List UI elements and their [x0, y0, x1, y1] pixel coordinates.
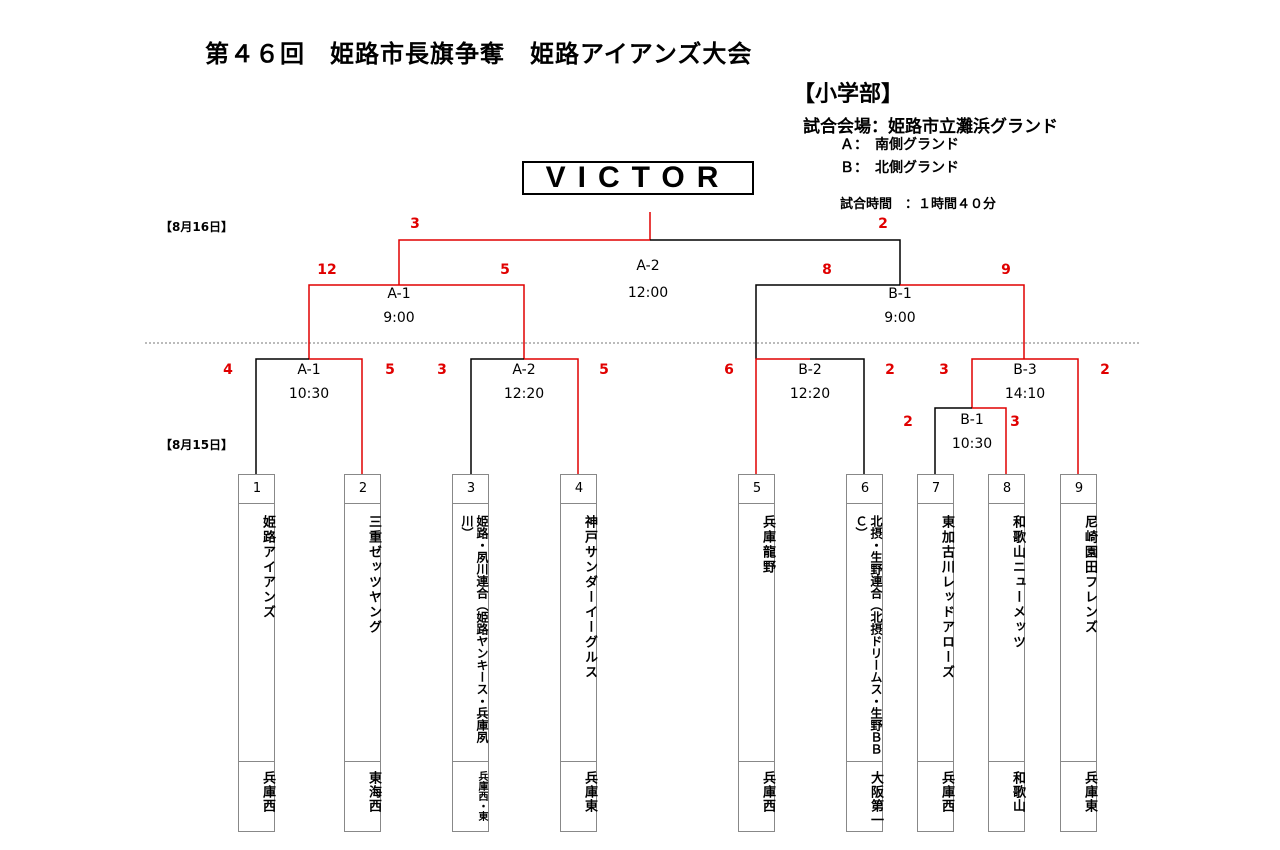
- division-label: 【小学部】: [793, 82, 904, 107]
- field-b-label: Ｂ： 北側グランド: [840, 160, 959, 176]
- team-region: 東海西: [366, 771, 381, 813]
- team-region: 兵庫西: [760, 771, 775, 813]
- team-number: 8: [1002, 481, 1012, 496]
- page-title: 第４６回 姫路市長旗争奪 姫路アイアンズ大会: [205, 40, 753, 68]
- team-box: 2 三重ゼッツヤング東海西: [344, 474, 381, 832]
- r1-b3-left: [971, 358, 1024, 408]
- team-name: 三重ゼッツヤング: [366, 515, 381, 635]
- r1-a1-right: [309, 358, 363, 474]
- r1-a2-right: [524, 358, 579, 474]
- semi-left-score-right: 5: [500, 262, 510, 278]
- r1-a1-label: A-1: [297, 362, 321, 378]
- final-score-left: 3: [410, 216, 420, 232]
- date-day2: 【8月16日】: [160, 220, 234, 234]
- team-name: 兵庫龍野: [760, 515, 775, 575]
- semi-left-time: 9:00: [383, 310, 415, 326]
- team-box: 1 姫路アイアンズ兵庫西: [238, 474, 275, 832]
- final-time: 12:00: [627, 285, 669, 301]
- r1-a1-time: 10:30: [288, 386, 330, 402]
- team-name: 尼崎園田フレンズ: [1082, 515, 1097, 635]
- team-name: 姫路アイアンズ: [260, 515, 275, 620]
- r1-b3-right: [1024, 358, 1079, 474]
- semi-right-label: B-1: [888, 286, 912, 302]
- r1-b1-time: 10:30: [951, 436, 993, 452]
- team-number: 1: [252, 481, 262, 496]
- team-name: 東加古川レッドアローズ: [939, 515, 954, 680]
- team-box: 7 東加古川レッドアローズ兵庫西: [917, 474, 954, 832]
- team-number: 9: [1074, 481, 1084, 496]
- team-number: 7: [931, 481, 941, 496]
- team-number: 5: [752, 481, 762, 496]
- venue-label: 試合会場：姫路市立灘浜グランド: [803, 117, 1058, 137]
- r1-a1-left: [255, 358, 309, 474]
- team-region: 兵庫東: [1082, 771, 1097, 813]
- r1-b1-left: [934, 407, 972, 474]
- semi-left-b: [399, 284, 525, 359]
- team-region: 兵庫西・東: [476, 771, 487, 821]
- team-box: 5 兵庫龍野兵庫西: [738, 474, 775, 832]
- team-box: 3 姫路・夙川連合（姫路ヤンキース・兵庫夙川） 兵庫西・東: [452, 474, 489, 832]
- semi-right-time: 9:00: [884, 310, 916, 326]
- r1-b2-score-left: 6: [724, 362, 734, 378]
- semi-left-score-left: 12: [317, 262, 337, 278]
- team-number: 6: [860, 481, 870, 496]
- team-number: 2: [358, 481, 368, 496]
- team-box: 8 和歌山ニューメッツ和歌山: [988, 474, 1025, 832]
- r1-a2-score-right: 5: [599, 362, 609, 378]
- team-region: 兵庫東: [582, 771, 597, 813]
- team-name: 姫路・夙川連合（姫路ヤンキース・兵庫夙川）: [460, 515, 489, 743]
- team-region: 大阪第一: [868, 771, 883, 827]
- team-box: 4 神戸サンダーイーグルス兵庫東: [560, 474, 597, 832]
- r1-b2-time: 12:20: [789, 386, 831, 402]
- r1-b3-time: 14:10: [1004, 386, 1046, 402]
- r1-a2-time: 12:20: [503, 386, 545, 402]
- semi-right-a: [755, 284, 900, 359]
- r1-b1-label: B-1: [960, 412, 984, 428]
- field-a-label: Ａ： 南側グランド: [840, 137, 959, 153]
- r1-b1-score-right: 3: [1010, 414, 1020, 430]
- r1-a1-score-right: 5: [385, 362, 395, 378]
- r1-b3-score-left: 3: [939, 362, 949, 378]
- r1-b2-left: [755, 358, 810, 474]
- final-label: A-2: [636, 258, 660, 274]
- team-name: 和歌山ニューメッツ: [1010, 515, 1025, 650]
- final-left-line: [398, 239, 650, 285]
- r1-b3-score-right: 2: [1100, 362, 1110, 378]
- team-box: 9 尼崎園田フレンズ兵庫東: [1060, 474, 1097, 832]
- r1-b3-label: B-3: [1013, 362, 1037, 378]
- team-name: 神戸サンダーイーグルス: [582, 515, 597, 680]
- duration-label: 試合時間 ：１時間４０分: [840, 197, 997, 212]
- r1-a1-score-left: 4: [223, 362, 233, 378]
- r1-a2-score-left: 3: [437, 362, 447, 378]
- final-right-line: [650, 239, 901, 285]
- semi-left-a: [308, 284, 399, 359]
- r1-b2-right: [810, 358, 865, 474]
- semi-right-b: [900, 284, 1025, 359]
- team-name: 北摂・生野連合（北摂ドリームス・生野ＢＢＣ）: [854, 515, 883, 755]
- victor-box: VICTOR: [522, 161, 754, 195]
- r1-b2-score-right: 2: [885, 362, 895, 378]
- r1-b1-score-left: 2: [903, 414, 913, 430]
- semi-right-score-left: 8: [822, 262, 832, 278]
- team-number: 3: [466, 481, 476, 496]
- r1-a2-label: A-2: [512, 362, 536, 378]
- r1-a2-left: [470, 358, 524, 474]
- team-region: 兵庫西: [939, 771, 954, 813]
- r1-b2-label: B-2: [798, 362, 822, 378]
- r1-b1-right: [972, 407, 1007, 474]
- date-day1: 【8月15日】: [160, 438, 234, 452]
- team-region: 兵庫西: [260, 771, 275, 813]
- team-region: 和歌山: [1010, 771, 1025, 813]
- semi-left-label: A-1: [387, 286, 411, 302]
- final-score-right: 2: [878, 216, 888, 232]
- semi-right-score-right: 9: [1001, 262, 1011, 278]
- team-box: 6 北摂・生野連合（北摂ドリームス・生野ＢＢＣ） 大阪第一: [846, 474, 883, 832]
- team-number: 4: [574, 481, 584, 496]
